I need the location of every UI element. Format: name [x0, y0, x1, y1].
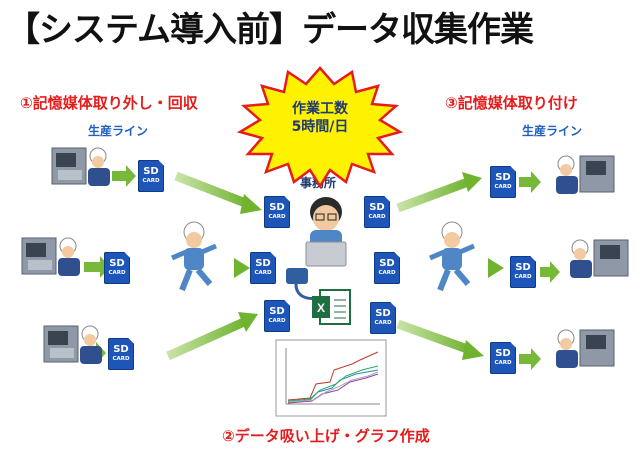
running-worker-right: [429, 221, 475, 292]
svg-text:X: X: [317, 301, 325, 315]
machine-worker-right-1: [556, 155, 615, 194]
production-line-label-right: 生産ライン: [522, 124, 583, 138]
office-worker: [305, 197, 347, 267]
page-title: 【システム導入前】データ収集作業: [6, 10, 534, 50]
machine-worker-left-2: [21, 237, 80, 276]
graph-thumbnail: [275, 339, 387, 417]
machine-worker-right-3: [556, 329, 615, 368]
sd-card-reader: [286, 268, 319, 300]
workload-line2: 5時間/日: [291, 119, 349, 135]
workload-burst: [236, 66, 404, 189]
workload-text: 作業工数 5時間/日: [270, 100, 370, 136]
step3-label: ③記憶媒体取り付け: [445, 94, 578, 112]
production-line-label-left: 生産ライン: [88, 124, 149, 138]
machine-worker-left-1: [51, 147, 110, 186]
step1-label: ①記憶媒体取り外し・回収: [20, 94, 198, 112]
machine-worker-right-2: [570, 239, 629, 278]
running-worker-left: [171, 221, 217, 292]
excel-icon: X: [312, 289, 351, 325]
machine-worker-left-3: [43, 325, 102, 364]
workload-line1: 作業工数: [292, 101, 348, 117]
step2-label: ②データ吸い上げ・グラフ作成: [222, 427, 430, 445]
